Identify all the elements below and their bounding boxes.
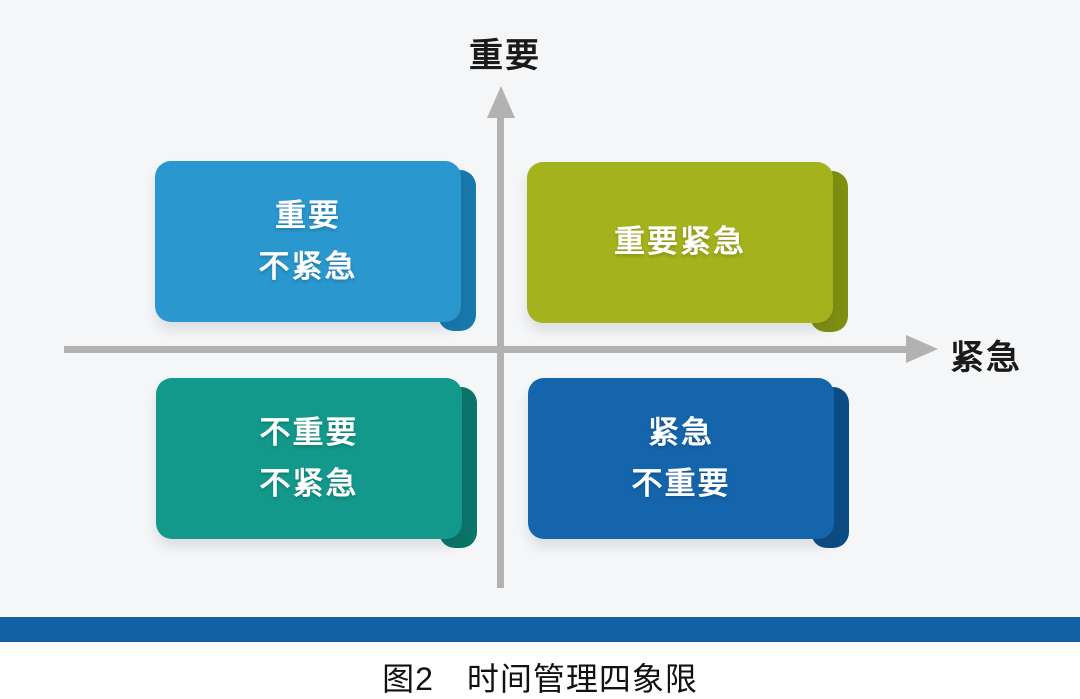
quadrant-label-line: 紧急	[648, 414, 714, 450]
quadrant-important-not-urgent: 重要 不紧急	[155, 161, 476, 331]
divider-bar	[0, 617, 1080, 642]
quadrant-urgent-not-important: 紧急 不重要	[528, 378, 849, 548]
y-axis-arrow-icon	[487, 86, 515, 118]
quadrant-not-important-not-urgent: 不重要 不紧急	[156, 378, 477, 548]
y-axis-label: 重要	[469, 37, 541, 75]
quadrant-label-line: 不紧急	[259, 465, 359, 501]
quadrant-label-line: 重要紧急	[614, 224, 746, 260]
figure-caption: 图2 时间管理四象限	[382, 661, 698, 697]
caption-area	[0, 642, 1080, 699]
quadrant-label-line: 重要	[275, 197, 341, 233]
x-axis-line	[64, 346, 908, 353]
quadrant-label-line: 不重要	[631, 465, 731, 501]
x-axis-label: 紧急	[950, 339, 1022, 377]
quadrant-important-urgent: 重要紧急	[527, 162, 848, 332]
quadrant-label-line: 不紧急	[258, 248, 358, 284]
quadrant-label-line: 不重要	[259, 414, 359, 450]
x-axis-arrow-icon	[906, 335, 938, 363]
